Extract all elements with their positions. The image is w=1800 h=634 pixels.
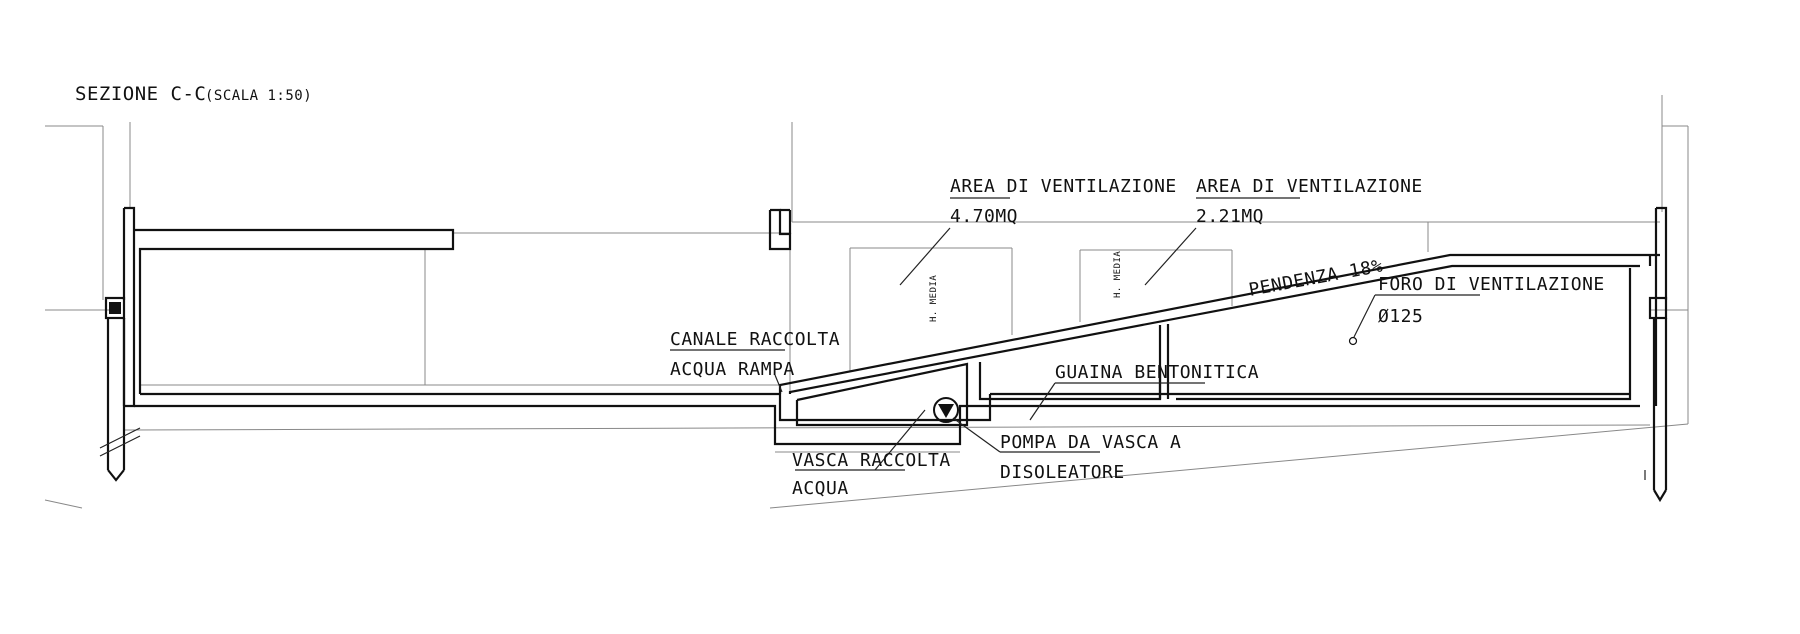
vent-hole-icon — [1348, 336, 1358, 346]
left-wall — [99, 206, 141, 482]
ground-slab — [134, 392, 1640, 446]
right-wall — [1644, 206, 1668, 503]
section-title: SEZIONE C-C — [75, 83, 206, 105]
area-label-1: AREA DI VENTILAZIONE — [950, 176, 1177, 197]
tank-label: VASCA RACCOLTA — [792, 450, 951, 471]
leader-lines — [670, 197, 1480, 471]
pump-label: POMPA DA VASCA A — [1000, 432, 1181, 453]
h-media-label-1: H. MEDIA — [929, 275, 939, 322]
area-value-2: 2.21MQ — [1196, 206, 1264, 227]
vent-hole-label: FORO DI VENTILAZIONE — [1378, 274, 1605, 295]
area-value-1: 4.70MQ — [950, 206, 1018, 227]
channel-label-2: ACQUA RAMPA — [670, 359, 795, 380]
context-lines — [44, 95, 1689, 509]
channel-label: CANALE RACCOLTA — [670, 329, 840, 350]
h-media-label-2: H. MEDIA — [1113, 251, 1123, 298]
bentonite-label: GUAINA BENTONITICA — [1055, 362, 1259, 383]
vent-hole-diameter: Ø125 — [1378, 306, 1423, 327]
right-room — [1176, 268, 1632, 401]
section-scale: (SCALA 1:50) — [205, 88, 312, 104]
upper-slab — [134, 208, 792, 394]
tank-label-2: ACQUA — [792, 478, 849, 499]
slope-label: PENDENZA 18% — [1247, 255, 1385, 300]
pump-symbol-icon — [933, 397, 959, 423]
pump-label-2: DISOLEATORE — [1000, 462, 1125, 483]
ramp — [778, 253, 1660, 394]
area-label-2: AREA DI VENTILAZIONE — [1196, 176, 1423, 197]
